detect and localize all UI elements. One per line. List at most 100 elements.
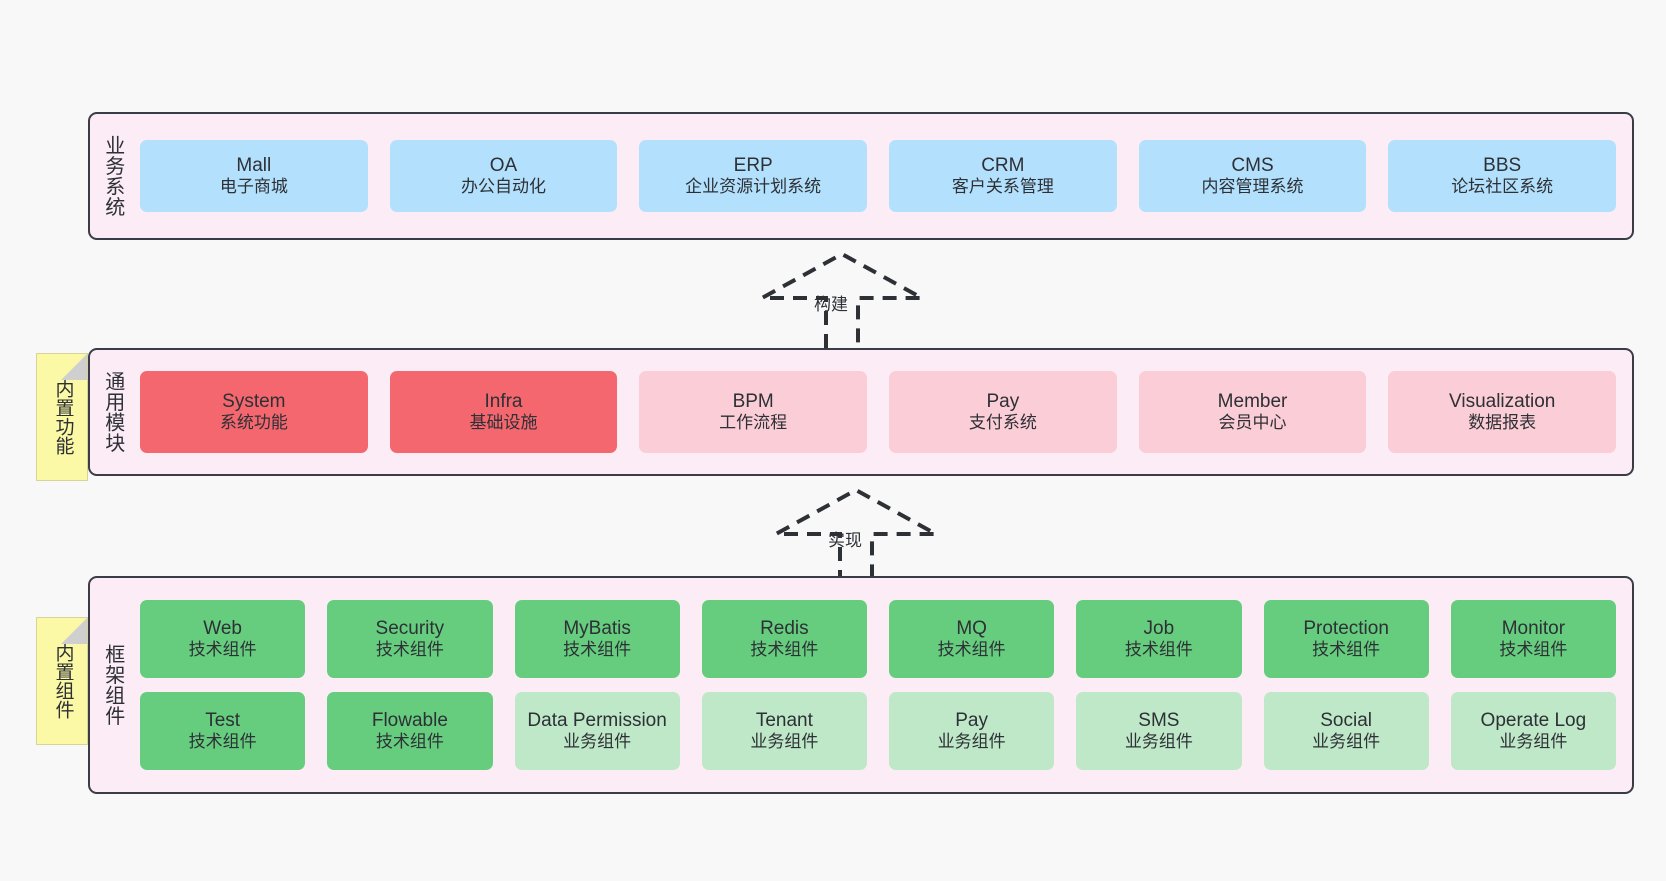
card-row: Web 技术组件 Security 技术组件 MyBatis 技术组件 Redi… (140, 600, 1616, 678)
card-mq[interactable]: MQ 技术组件 (889, 600, 1055, 678)
card-title: Mall (236, 155, 272, 177)
card-title: Tenant (755, 710, 813, 732)
card-visualization[interactable]: Visualization 数据报表 (1388, 371, 1617, 453)
layer-title-framework-components: 框架组件 (101, 644, 124, 726)
card-mybatis[interactable]: MyBatis 技术组件 (514, 600, 680, 678)
card-subtitle: 技术组件 (1499, 640, 1568, 660)
card-subtitle: 办公自动化 (461, 177, 546, 197)
card-subtitle: 业务组件 (563, 732, 632, 752)
card-title: OA (489, 155, 518, 177)
card-subtitle: 技术组件 (188, 640, 257, 660)
card-subtitle: 业务组件 (750, 732, 819, 752)
card-title: Social (1320, 710, 1372, 732)
card-title: Infra (484, 391, 523, 413)
card-title: Pay (986, 391, 1020, 413)
layer-body-common-modules: System 系统功能 Infra 基础设施 BPM 工作流程 Pay 支付系统… (134, 350, 1632, 474)
card-subtitle: 电子商城 (219, 177, 288, 197)
card-subtitle: 基础设施 (469, 413, 538, 433)
card-subtitle: 数据报表 (1468, 413, 1537, 433)
card-title: Visualization (1449, 391, 1556, 413)
card-cms[interactable]: CMS 内容管理系统 (1138, 140, 1367, 212)
card-pay-component[interactable]: Pay 业务组件 (889, 692, 1055, 770)
card-title: Job (1143, 618, 1175, 640)
card-bpm[interactable]: BPM 工作流程 (639, 371, 868, 453)
card-subtitle: 技术组件 (1124, 640, 1193, 660)
card-title: Operate Log (1480, 710, 1587, 732)
card-subtitle: 技术组件 (937, 640, 1006, 660)
card-subtitle: 业务组件 (1124, 732, 1193, 752)
note-builtin-components: 内置组件 (36, 617, 88, 745)
card-subtitle: 业务组件 (1312, 732, 1381, 752)
card-subtitle: 系统功能 (219, 413, 288, 433)
card-row: Test 技术组件 Flowable 技术组件 Data Permission … (140, 692, 1616, 770)
layer-title-common-modules: 通用模块 (101, 371, 124, 453)
card-title: MQ (956, 618, 987, 640)
card-erp[interactable]: ERP 企业资源计划系统 (639, 140, 868, 212)
card-title: SMS (1138, 710, 1180, 732)
card-subtitle: 工作流程 (719, 413, 788, 433)
card-subtitle: 业务组件 (937, 732, 1006, 752)
card-title: Redis (760, 618, 809, 640)
card-security[interactable]: Security 技术组件 (327, 600, 493, 678)
layer-framework-components: 框架组件 Web 技术组件 Security 技术组件 MyBatis 技术组件… (88, 576, 1634, 794)
card-member[interactable]: Member 会员中心 (1138, 371, 1367, 453)
card-subtitle: 技术组件 (1312, 640, 1381, 660)
layer-body-framework-components: Web 技术组件 Security 技术组件 MyBatis 技术组件 Redi… (134, 578, 1632, 792)
arrow-label-build: 构建 (814, 295, 848, 314)
card-subtitle: 技术组件 (375, 732, 444, 752)
card-pay-module[interactable]: Pay 支付系统 (889, 371, 1117, 453)
card-bbs[interactable]: BBS 论坛社区系统 (1388, 140, 1617, 212)
card-infra[interactable]: Infra 基础设施 (389, 371, 618, 453)
card-title: BBS (1483, 155, 1522, 177)
card-social[interactable]: Social 业务组件 (1263, 692, 1429, 770)
generalization-arrow-build: 构建 (752, 251, 932, 348)
card-crm[interactable]: CRM 客户关系管理 (889, 140, 1117, 212)
card-test[interactable]: Test 技术组件 (140, 692, 306, 770)
card-title: Test (205, 710, 241, 732)
card-title: System (222, 391, 286, 413)
card-monitor[interactable]: Monitor 技术组件 (1450, 600, 1616, 678)
card-title: Monitor (1501, 618, 1566, 640)
card-subtitle: 技术组件 (750, 640, 819, 660)
card-sms[interactable]: SMS 业务组件 (1076, 692, 1242, 770)
card-subtitle: 支付系统 (968, 413, 1037, 433)
card-title: CMS (1231, 155, 1274, 177)
card-subtitle: 会员中心 (1218, 413, 1287, 433)
layer-business-system: 业务系统 Mall 电子商城 OA 办公自动化 ERP 企业资源计划系统 CRM… (88, 112, 1634, 240)
card-row: System 系统功能 Infra 基础设施 BPM 工作流程 Pay 支付系统… (140, 371, 1617, 453)
card-title: Protection (1303, 618, 1389, 640)
card-subtitle: 技术组件 (563, 640, 632, 660)
card-job[interactable]: Job 技术组件 (1076, 600, 1242, 678)
card-subtitle: 业务组件 (1499, 732, 1568, 752)
card-subtitle: 企业资源计划系统 (685, 177, 822, 197)
card-title: Security (375, 618, 445, 640)
card-title: ERP (733, 155, 773, 177)
card-title: Pay (955, 710, 988, 732)
card-subtitle: 客户关系管理 (951, 177, 1054, 197)
card-title: Flowable (371, 710, 448, 732)
card-title: BPM (732, 391, 774, 413)
card-title: Web (203, 618, 242, 640)
card-redis[interactable]: Redis 技术组件 (701, 600, 867, 678)
card-protection[interactable]: Protection 技术组件 (1263, 600, 1429, 678)
card-row: Mall 电子商城 OA 办公自动化 ERP 企业资源计划系统 CRM 客户关系… (140, 140, 1617, 212)
card-system[interactable]: System 系统功能 (140, 371, 368, 453)
card-web[interactable]: Web 技术组件 (140, 600, 306, 678)
generalization-arrow-implement: 实现 (766, 487, 946, 584)
note-builtin-functions: 内置功能 (36, 353, 88, 481)
card-subtitle: 论坛社区系统 (1451, 177, 1554, 197)
arrow-label-implement: 实现 (828, 531, 862, 550)
card-oa[interactable]: OA 办公自动化 (389, 140, 618, 212)
card-subtitle: 技术组件 (375, 640, 444, 660)
card-mall[interactable]: Mall 电子商城 (140, 140, 368, 212)
card-flowable[interactable]: Flowable 技术组件 (327, 692, 493, 770)
card-operate-log[interactable]: Operate Log 业务组件 (1450, 692, 1616, 770)
layer-title-business-system: 业务系统 (101, 135, 124, 217)
card-tenant[interactable]: Tenant 业务组件 (701, 692, 867, 770)
card-title: MyBatis (563, 618, 631, 640)
card-title: Member (1217, 391, 1288, 413)
card-subtitle: 内容管理系统 (1201, 177, 1304, 197)
card-title: CRM (981, 155, 1025, 177)
card-data-permission[interactable]: Data Permission 业务组件 (514, 692, 680, 770)
